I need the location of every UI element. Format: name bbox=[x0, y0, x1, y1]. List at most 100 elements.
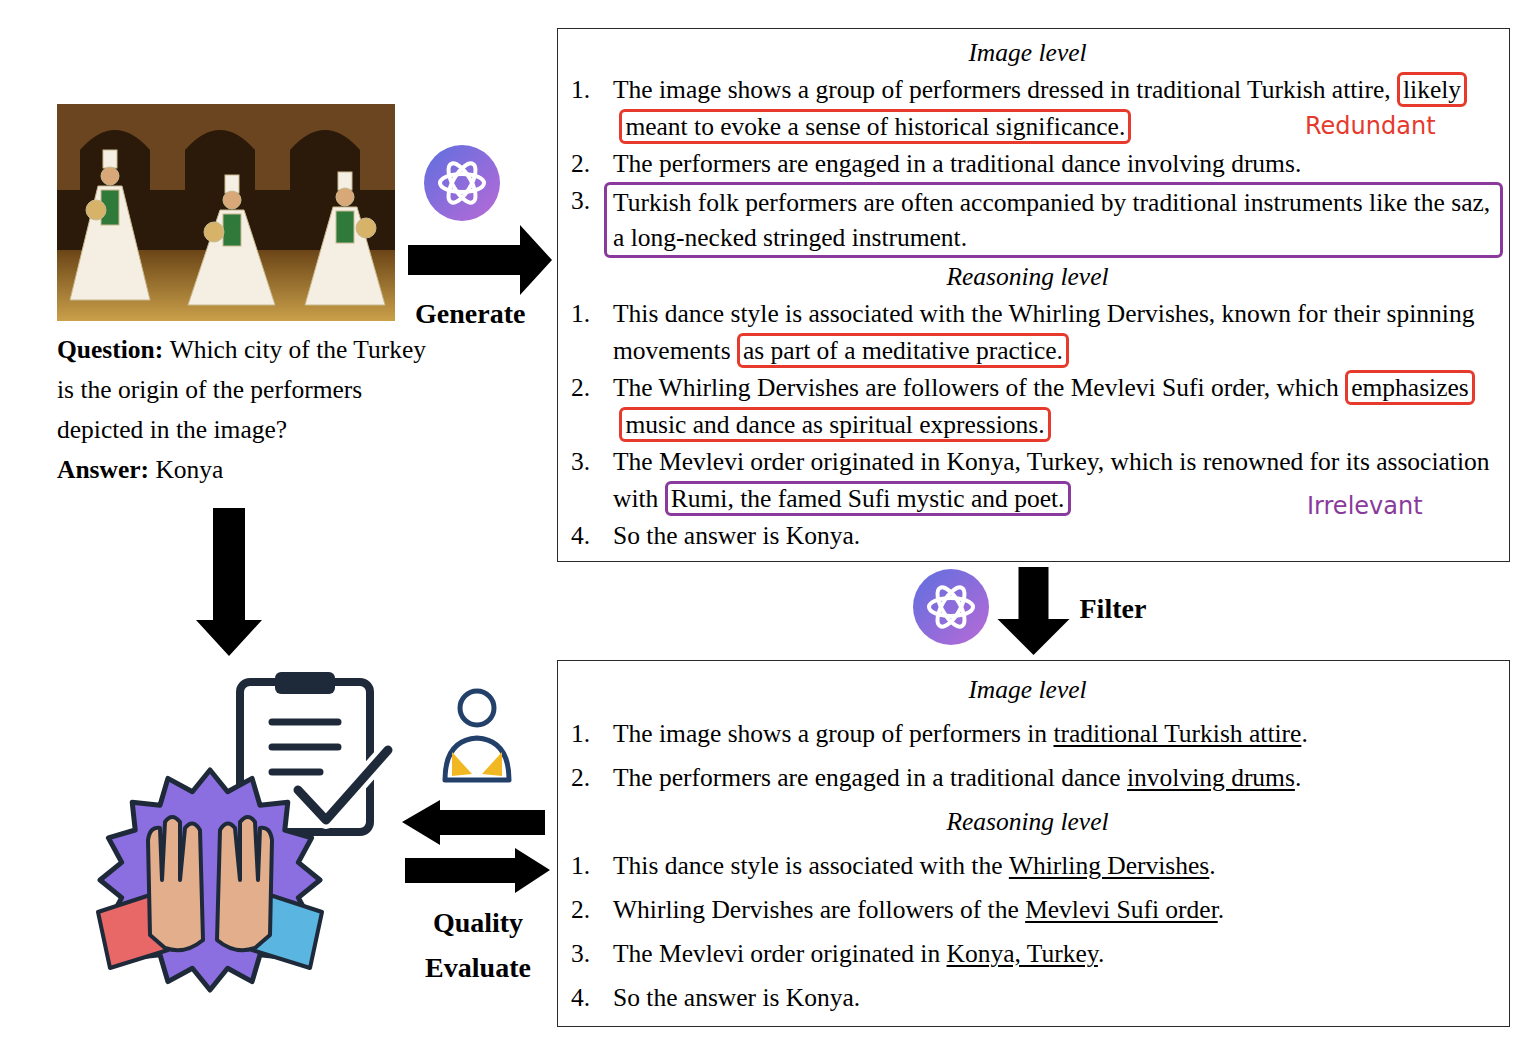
item-content: The performers are engaged in a traditio… bbox=[613, 145, 1497, 182]
item-number-text: 2. bbox=[571, 373, 590, 402]
right-hand bbox=[217, 817, 272, 950]
item-content: The Mevlevi order originated inKonya, Tu… bbox=[613, 932, 1497, 976]
item-number: 4. bbox=[558, 517, 613, 554]
section-heading: Image level bbox=[558, 34, 1497, 71]
logo-knot bbox=[440, 159, 484, 206]
logo-loop bbox=[443, 159, 481, 206]
item-text: The Mevlevi order originated in bbox=[613, 939, 940, 968]
item-number: 2. bbox=[558, 756, 613, 800]
text-panel: Image level 1. The image shows a group of … bbox=[557, 28, 1510, 562]
step-label: Generate bbox=[415, 298, 525, 330]
list-item: 2. The Whirling Dervishes are followers o… bbox=[558, 369, 1497, 443]
high-five-hands bbox=[98, 817, 322, 968]
item-number-text: 1. bbox=[571, 851, 590, 880]
list-item: 1. This dance style is associated with th… bbox=[558, 295, 1497, 369]
person-collar bbox=[452, 752, 472, 776]
checkmark bbox=[298, 750, 388, 820]
annotation-irrelevant: Irrelevant bbox=[1307, 492, 1423, 520]
down-arrow bbox=[196, 508, 262, 656]
performer-drum bbox=[86, 200, 106, 220]
item-text: The Whirling Dervishes are followers of … bbox=[613, 373, 1339, 402]
underlined-key-phrase: involving drums bbox=[1127, 763, 1295, 792]
item-text: The image shows a group of performers dr… bbox=[613, 75, 1391, 104]
section-heading-text: Reasoning level bbox=[946, 262, 1108, 291]
left-hand bbox=[148, 817, 203, 950]
item-content: This dance style is associated with the … bbox=[613, 295, 1497, 369]
item-text: . bbox=[1295, 763, 1301, 792]
item-number-text: 1. bbox=[571, 719, 590, 748]
item-number-text: 1. bbox=[571, 299, 590, 328]
item-content: The Whirling Dervishes are followers of … bbox=[613, 369, 1497, 443]
list-item: 1. The image shows a group of performers … bbox=[558, 712, 1497, 756]
performer-robe bbox=[70, 186, 150, 300]
highlighted-phrase: Rumi, the famed Sufi mystic and poet. bbox=[671, 484, 1065, 513]
qa-line: Question:Which city of the Turkey is the… bbox=[57, 330, 449, 450]
right-arrow bbox=[405, 848, 550, 893]
underlined-key-phrase: Whirling Dervishes bbox=[1009, 851, 1209, 880]
performer-head bbox=[223, 191, 241, 209]
item-number-text: 4. bbox=[571, 983, 590, 1012]
item-number: 1. bbox=[558, 71, 613, 108]
field-name: Question: bbox=[57, 335, 163, 364]
item-number-text: 3. bbox=[571, 939, 590, 968]
list-item: 2. The performers are engaged in a tradit… bbox=[558, 756, 1497, 800]
person-body bbox=[445, 738, 509, 780]
performer-hat bbox=[103, 150, 117, 168]
underlined-key-phrase: Konya, Turkey bbox=[947, 939, 1098, 968]
item-number-text: 1. bbox=[571, 75, 590, 104]
item-text: The image shows a group of performers in bbox=[613, 719, 1047, 748]
logo-loop bbox=[443, 159, 481, 206]
list-item: 4.So the answer is Konya. bbox=[558, 517, 1497, 554]
field-name: Answer: bbox=[57, 455, 149, 484]
list-item: 2.Whirling Dervishes are followers of th… bbox=[558, 888, 1497, 932]
item-text: . bbox=[1218, 895, 1224, 924]
step-label: Quality Evaluate bbox=[412, 900, 544, 990]
person-icon bbox=[445, 691, 509, 780]
highlight-box: Rumi, the famed Sufi mystic and poet. bbox=[665, 481, 1071, 516]
list-item: 3.Turkish folk performers are often acco… bbox=[558, 182, 1497, 258]
performer-vest bbox=[223, 214, 241, 246]
item-number-text: 2. bbox=[571, 149, 590, 178]
section-heading-text: Image level bbox=[968, 38, 1086, 67]
item-text: So the answer is Konya. bbox=[613, 521, 860, 550]
performer bbox=[305, 172, 385, 305]
generate-arrow bbox=[408, 225, 552, 295]
item-number-text: 2. bbox=[571, 763, 590, 792]
section-heading: Reasoning level bbox=[558, 800, 1497, 844]
item-content: The image shows a group of performers in… bbox=[613, 712, 1497, 756]
item-content: This dance style is associated with theW… bbox=[613, 844, 1497, 888]
filter-arrow bbox=[998, 567, 1070, 655]
photo bbox=[57, 104, 395, 321]
item-number: 3. bbox=[558, 932, 613, 976]
item-content: So the answer is Konya. bbox=[613, 976, 1497, 1020]
checkmark-outline bbox=[298, 750, 388, 820]
performer-robe bbox=[305, 207, 385, 305]
item-text: . bbox=[1209, 851, 1215, 880]
item-text: This dance style is associated with the bbox=[613, 851, 1003, 880]
item-number: 1. bbox=[558, 712, 613, 756]
section-heading-text: Reasoning level bbox=[946, 807, 1108, 836]
highlighted-phrase: as part of a meditative practice. bbox=[743, 336, 1063, 365]
item-number: 2. bbox=[558, 888, 613, 932]
logo-loop bbox=[932, 583, 970, 630]
item-content: Turkish folk performers are often accomp… bbox=[613, 182, 1497, 258]
clipboard-clip bbox=[275, 672, 335, 694]
item-number: 2. bbox=[558, 369, 613, 406]
section-heading-text: Image level bbox=[968, 675, 1086, 704]
item-text: The performers are engaged in a traditio… bbox=[613, 763, 1121, 792]
item-number: 4. bbox=[558, 976, 613, 1020]
performer bbox=[70, 150, 150, 300]
edge-label: Filter bbox=[1080, 593, 1147, 625]
list-item: 1. This dance style is associated with th… bbox=[558, 844, 1497, 888]
highlight-box: Turkish folk performers are often accomp… bbox=[604, 182, 1503, 258]
underlined-key-phrase: traditional Turkish attire bbox=[1053, 719, 1301, 748]
item-number-text: 2. bbox=[571, 895, 590, 924]
section-heading: Image level bbox=[558, 668, 1497, 712]
photo-background bbox=[57, 104, 395, 321]
qa-line: Answer:Konya bbox=[57, 450, 449, 490]
annotation-redundant: Redundant bbox=[1305, 112, 1436, 140]
item-number: 1. bbox=[558, 844, 613, 888]
list-item: 3. The Mevlevi order originated inKonya, … bbox=[558, 932, 1497, 976]
item-text: . bbox=[1098, 939, 1104, 968]
logo-loop bbox=[929, 598, 973, 616]
